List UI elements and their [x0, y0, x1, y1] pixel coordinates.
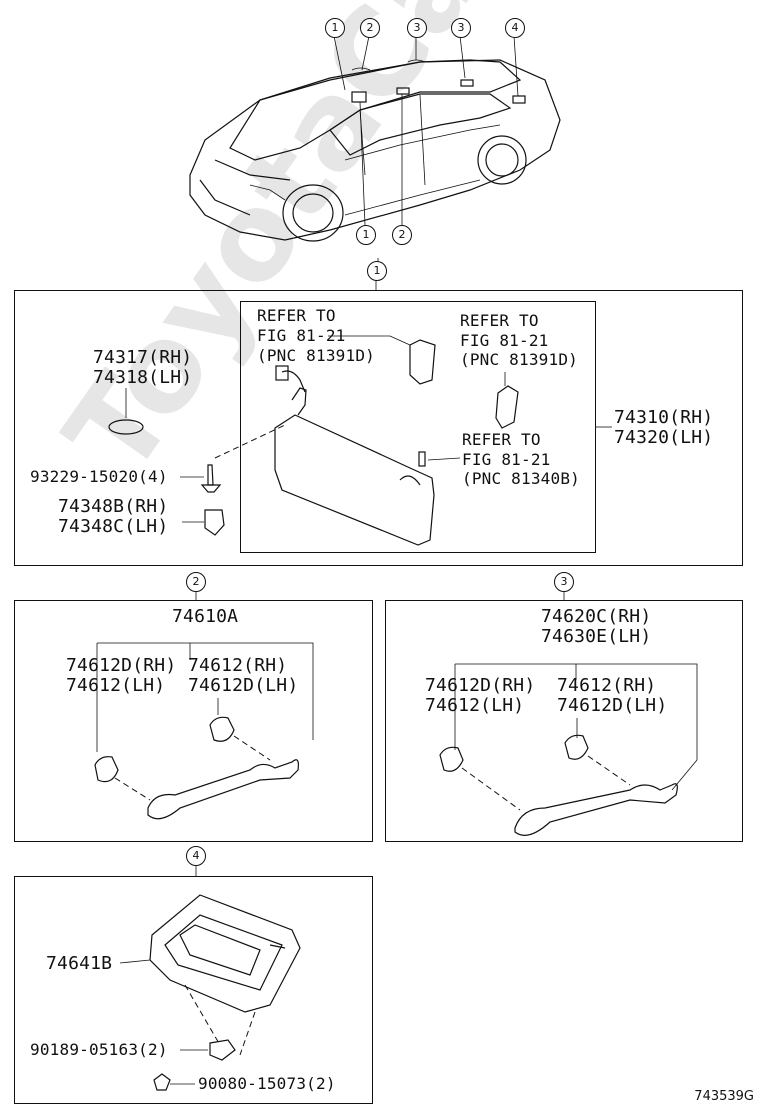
lamp-housing-part: 74641B — [46, 953, 113, 974]
ref3-line1: REFER TO — [462, 430, 541, 449]
ref3-line3: (PNC 81340B) — [462, 469, 580, 488]
callout-marker-1-top: 1 — [325, 18, 345, 38]
section1-marker: 1 — [367, 261, 387, 281]
rear-grip-right-lh: 74612D(LH) — [557, 695, 668, 716]
ref1-line2: FIG 81-21 — [257, 326, 346, 345]
car-illustration — [189, 35, 561, 262]
section1-panel — [14, 290, 743, 566]
holder-part-rh: 74348B(RH) — [58, 496, 169, 517]
callout-marker-3a-top: 3 — [407, 18, 427, 38]
diagram-code: 743539G — [694, 1089, 754, 1104]
grip-left-lh: 74612(LH) — [66, 675, 166, 696]
grip-assembly-74610A: 74610A — [172, 606, 239, 627]
section3-drawing — [439, 590, 698, 836]
section4-drawing — [119, 864, 301, 1091]
grip-right-lh: 74612D(LH) — [188, 675, 299, 696]
section1-inner-frame — [240, 301, 596, 553]
section4-panel — [14, 876, 373, 1104]
section4-marker: 4 — [186, 846, 206, 866]
screw-part: 93229-15020(4) — [30, 467, 168, 486]
rear-grip-right-rh: 74612(RH) — [557, 675, 657, 696]
rear-grip-left-rh: 74612D(RH) — [425, 675, 536, 696]
screw-part-90080: 90080-15073(2) — [198, 1074, 336, 1093]
callout-marker-2-bottom: 2 — [392, 225, 412, 245]
grip-left-rh: 74612D(RH) — [66, 655, 177, 676]
callout-marker-4-top: 4 — [505, 18, 525, 38]
callout-marker-2-top: 2 — [360, 18, 380, 38]
grip-assembly-lh: 74630E(LH) — [541, 626, 652, 647]
section2-drawing — [94, 590, 314, 820]
section2-panel — [14, 600, 373, 842]
visor-part-rh: 74317(RH) — [93, 347, 193, 368]
grip-assembly-rh: 74620C(RH) — [541, 606, 652, 627]
section1-drawing — [108, 280, 612, 546]
callout-marker-3b-top: 3 — [451, 18, 471, 38]
grip-right-rh: 74612(RH) — [188, 655, 288, 676]
callout-marker-1-bottom: 1 — [356, 225, 376, 245]
rear-grip-left-lh: 74612(LH) — [425, 695, 525, 716]
ref1-line3: (PNC 81391D) — [257, 346, 375, 365]
visor-assembly-rh: 74310(RH) — [614, 407, 714, 428]
ref3-line2: FIG 81-21 — [462, 450, 551, 469]
clip-part: 90189-05163(2) — [30, 1040, 168, 1059]
section2-marker: 2 — [186, 572, 206, 592]
visor-part-lh: 74318(LH) — [93, 367, 193, 388]
section3-marker: 3 — [554, 572, 574, 592]
ref2-line1: REFER TO — [460, 311, 539, 330]
section3-panel — [385, 600, 743, 842]
ref2-line2: FIG 81-21 — [460, 331, 549, 350]
ref1-line1: REFER TO — [257, 306, 336, 325]
visor-assembly-lh: 74320(LH) — [614, 427, 714, 448]
ref2-line3: (PNC 81391D) — [460, 350, 578, 369]
holder-part-lh: 74348C(LH) — [58, 516, 169, 537]
